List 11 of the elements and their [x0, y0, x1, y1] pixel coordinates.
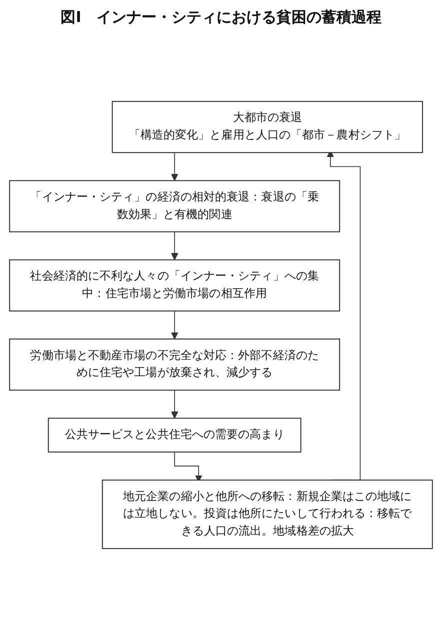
arrow	[170, 310, 178, 340]
figure-title: 図Ⅰ インナー・シティにおける貧困の蓄積過程	[60, 7, 382, 28]
node-box: 労働市場と不動産市場の不完全な対応：外部不経済のために住宅や工場が放棄され、減少する	[9, 338, 340, 391]
arrow	[174, 452, 202, 482]
node-box: 地元企業の縮小と他所への移転：新規企業はこの地域には立地しない。投資は他所にたいして行われる：移転できる人口の流出。地域格差の拡大	[102, 480, 433, 550]
arrow	[170, 231, 178, 260]
node-box: 大都市の衰退 「構造的変化」と雇用と人口の「都市－農村シフト」	[112, 100, 423, 154]
node-box: 社会経済的に不利な人々の「インナー・シティ」への集中：住宅市場と労働市場の相互作用	[9, 259, 340, 312]
node-box: 公共サービスと公共住宅への需要の高まり	[48, 418, 302, 453]
arrow	[170, 390, 178, 419]
node-box: 「インナー・シティ」の経済の相対的衰退：衰退の「乗数効果」と有機的関連	[9, 180, 340, 232]
